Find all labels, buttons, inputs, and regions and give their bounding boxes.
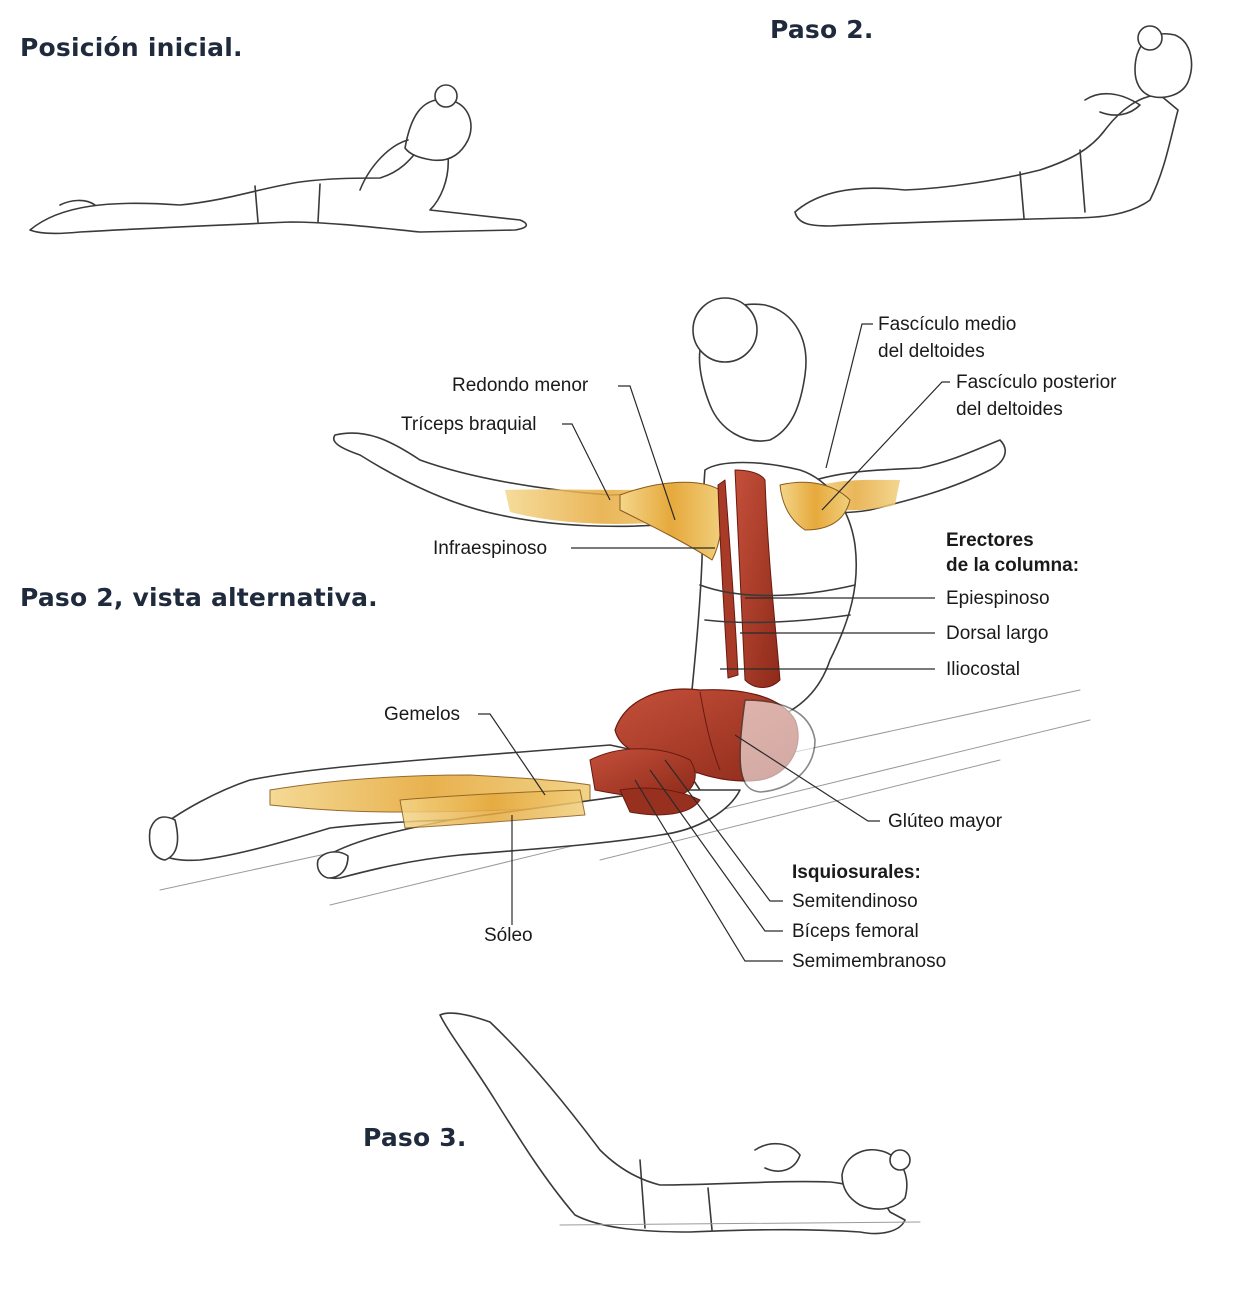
label-biceps-femoris: Bíceps femoral xyxy=(792,921,919,942)
line-semitendinosus xyxy=(664,759,783,902)
line-teres-minor xyxy=(618,385,676,521)
heading-step-2-alternative: Paso 2, vista alternativa. xyxy=(20,583,378,612)
figure-step-2 xyxy=(794,25,1193,227)
line-triceps xyxy=(562,423,611,501)
label-semitendinosus: Semitendinoso xyxy=(792,891,918,912)
line-semimembranosus xyxy=(634,779,783,962)
figure-step-2-alternative xyxy=(148,297,1091,906)
label-gluteus-max: Glúteo mayor xyxy=(888,811,1003,832)
label-deltoid-posterior: Fascículo posterior del deltoides xyxy=(956,372,1117,420)
label-iliocostalis: Iliocostal xyxy=(946,659,1020,680)
label-semimembranosus: Semimembranoso xyxy=(792,951,947,972)
leader-lines xyxy=(478,323,950,962)
label-deltoid-middle: Fascículo medio del deltoides xyxy=(878,314,1017,362)
figure-initial-position xyxy=(29,84,528,235)
line-deltoid-middle xyxy=(825,323,873,469)
line-gastrocnemius xyxy=(478,713,546,796)
line-biceps-femoral xyxy=(649,769,783,932)
label-longissimus: Dorsal largo xyxy=(946,623,1049,644)
line-deltoid-posterior xyxy=(821,381,950,511)
label-hamstrings-group: Isquiosurales: xyxy=(792,862,921,883)
label-soleus: Sóleo xyxy=(484,925,533,946)
label-triceps: Tríceps braquial xyxy=(401,414,537,435)
heading-step-3: Paso 3. xyxy=(363,1123,467,1152)
label-infraspinatus: Infraespinoso xyxy=(433,538,548,559)
figure-step-3 xyxy=(439,1012,921,1235)
label-spinalis: Epiespinoso xyxy=(946,588,1050,609)
line-gluteus xyxy=(734,734,880,822)
heading-initial-position: Posición inicial. xyxy=(20,33,243,62)
label-erectors-group: Erectores de la columna: xyxy=(946,530,1080,576)
label-gastrocnemius: Gemelos xyxy=(384,704,461,725)
label-teres-minor: Redondo menor xyxy=(452,375,589,396)
heading-step-2: Paso 2. xyxy=(770,15,874,44)
